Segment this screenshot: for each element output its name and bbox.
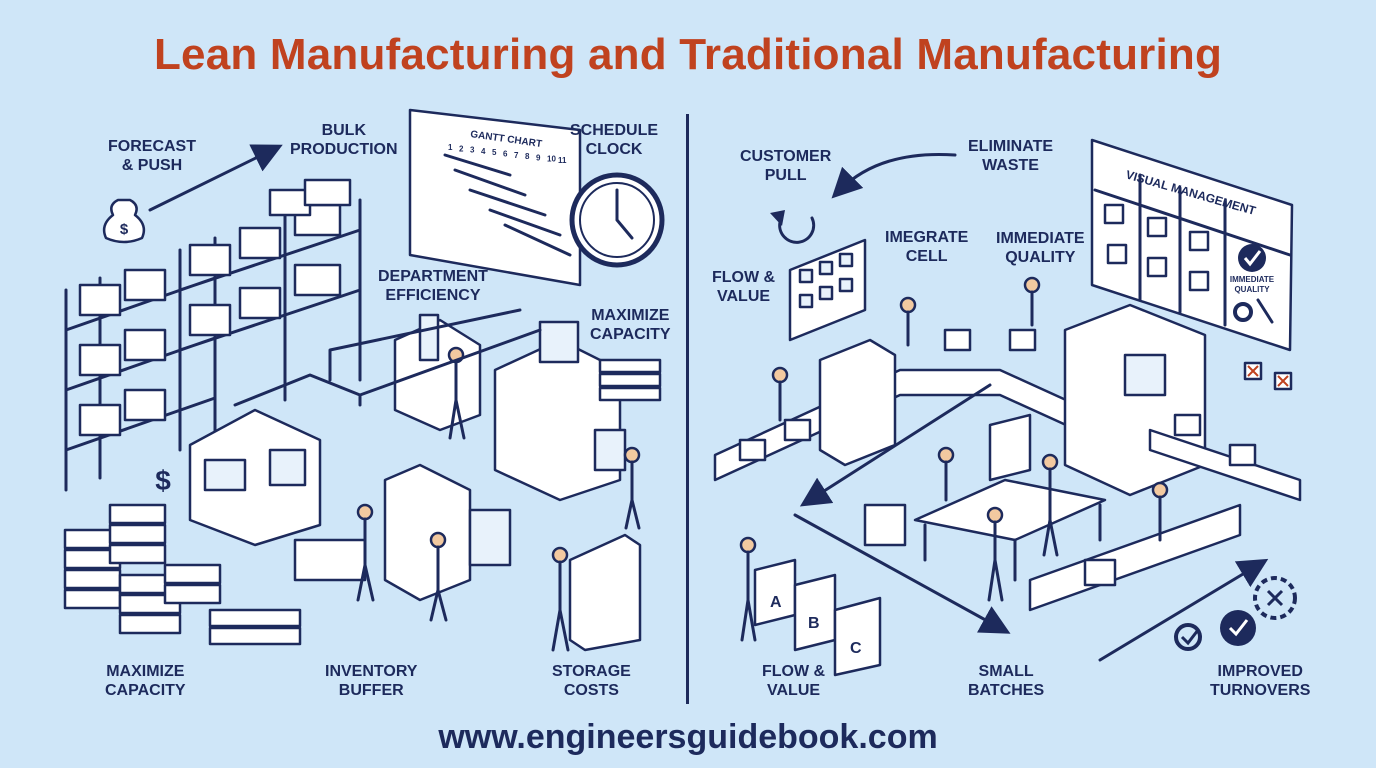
capacity-machine bbox=[493, 320, 662, 530]
svg-text:$: $ bbox=[120, 221, 129, 238]
gantt-number: 9 bbox=[536, 153, 541, 162]
bin-letter-c: C bbox=[850, 640, 862, 657]
bin-letter-b: B bbox=[808, 615, 820, 632]
gear-icon bbox=[1233, 302, 1253, 322]
label-flow-value-top: FLOW &VALUE bbox=[712, 269, 776, 305]
kanban-bins: A B C bbox=[739, 536, 882, 677]
wrench-icon bbox=[1256, 298, 1274, 324]
page-title: Lean Manufacturing and Traditional Manuf… bbox=[153, 30, 1223, 79]
gantt-number: 8 bbox=[525, 152, 530, 161]
check-circle-icon bbox=[1238, 244, 1266, 272]
dollar-sign-icon: $ bbox=[155, 465, 171, 496]
gantt-number: 3 bbox=[470, 146, 475, 155]
pallet-stacks bbox=[63, 503, 302, 646]
gantt-number: 2 bbox=[459, 144, 464, 153]
svg-text:$: $ bbox=[155, 465, 171, 496]
gantt-number: 6 bbox=[503, 150, 508, 159]
u-cell-conveyor bbox=[713, 276, 1302, 612]
label-flow-value-bottom: FLOW &VALUE bbox=[762, 663, 826, 699]
center-divider bbox=[686, 114, 689, 704]
workstation-area bbox=[293, 463, 642, 652]
gantt-number: 10 bbox=[547, 155, 556, 164]
board-badge-line2: QUALITY bbox=[1234, 285, 1270, 294]
clock-icon bbox=[569, 172, 665, 268]
push-arrow bbox=[148, 144, 283, 212]
visual-management-board: VISUAL MANAGEMENT IMMEDIATE QUALITY bbox=[1090, 138, 1294, 352]
kanban-board bbox=[788, 238, 867, 342]
gantt-number: 4 bbox=[481, 147, 486, 156]
department-machine bbox=[393, 313, 482, 440]
label-forecast-push: FORECAST& PUSH bbox=[108, 138, 196, 174]
gantt-number: 11 bbox=[558, 156, 567, 165]
cnc-machine bbox=[188, 408, 322, 547]
flow-arrows bbox=[793, 383, 1269, 662]
gantt-number: 1 bbox=[448, 143, 453, 152]
refresh-icon bbox=[770, 210, 816, 244]
dollar-bag-icon: $ bbox=[102, 198, 146, 244]
x-mark-icon bbox=[1243, 361, 1293, 391]
improved-icons bbox=[1174, 576, 1297, 651]
pull-arrow bbox=[831, 152, 957, 199]
warehouse-shelves bbox=[64, 178, 362, 492]
gantt-number: 7 bbox=[514, 151, 519, 160]
footer-url: www.engineersguidebook.com bbox=[438, 718, 938, 756]
gantt-number: 5 bbox=[492, 148, 497, 157]
board-badge-line1: IMMEDIATE bbox=[1230, 275, 1275, 284]
bin-letter-a: A bbox=[770, 594, 782, 611]
assembly-table bbox=[863, 413, 1107, 602]
